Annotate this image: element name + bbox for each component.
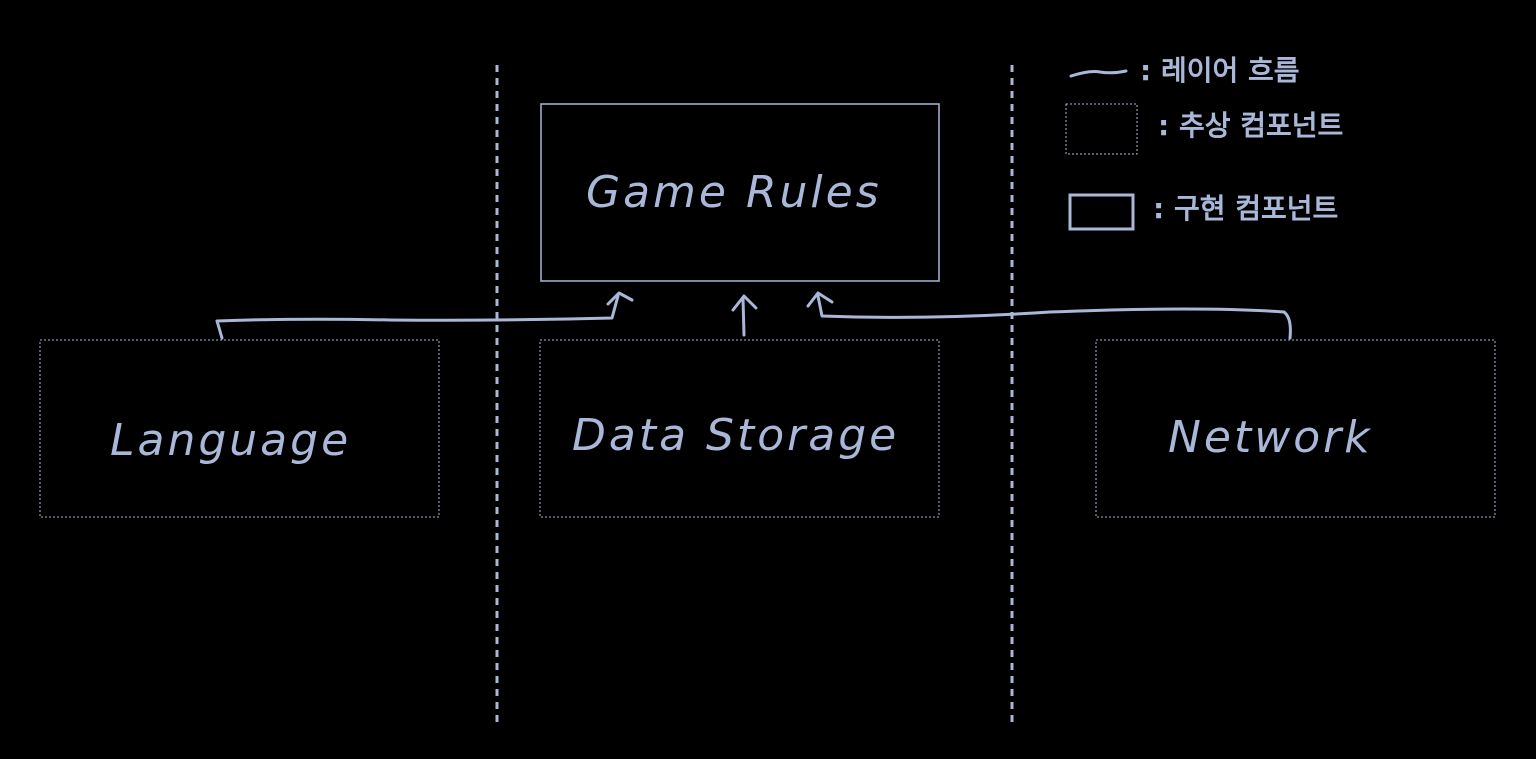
data-storage-label: Data Storage: [572, 410, 899, 461]
language-component: Language: [39, 339, 440, 518]
network-label: Network: [1168, 412, 1373, 463]
legend-layer-flow-text: : 레이어 흐름: [1140, 54, 1300, 87]
flow-arrow-data-storage: [731, 294, 758, 337]
legend-concrete-swatch: [1068, 193, 1135, 231]
legend-concrete-text: : 구현 컴포넌트: [1153, 192, 1338, 225]
network-component: Network: [1095, 339, 1496, 518]
legend-abstract-text: : 추상 컴포넌트: [1158, 109, 1343, 142]
data-storage-component: Data Storage: [539, 339, 940, 518]
flow-arrow-language: [215, 291, 634, 340]
language-label: Language: [110, 415, 351, 466]
legend: : 레이어 흐름 : 추상 컴포넌트 : 구현 컴포넌트: [1065, 54, 1343, 231]
legend-abstract-swatch: [1065, 103, 1138, 155]
game-rules-box: [540, 103, 940, 282]
game-rules-label: Game Rules: [586, 167, 882, 218]
legend-flow-line: [1069, 69, 1128, 78]
flow-arrow-network: [806, 291, 1292, 340]
game-rules-component: Game Rules: [540, 103, 940, 282]
